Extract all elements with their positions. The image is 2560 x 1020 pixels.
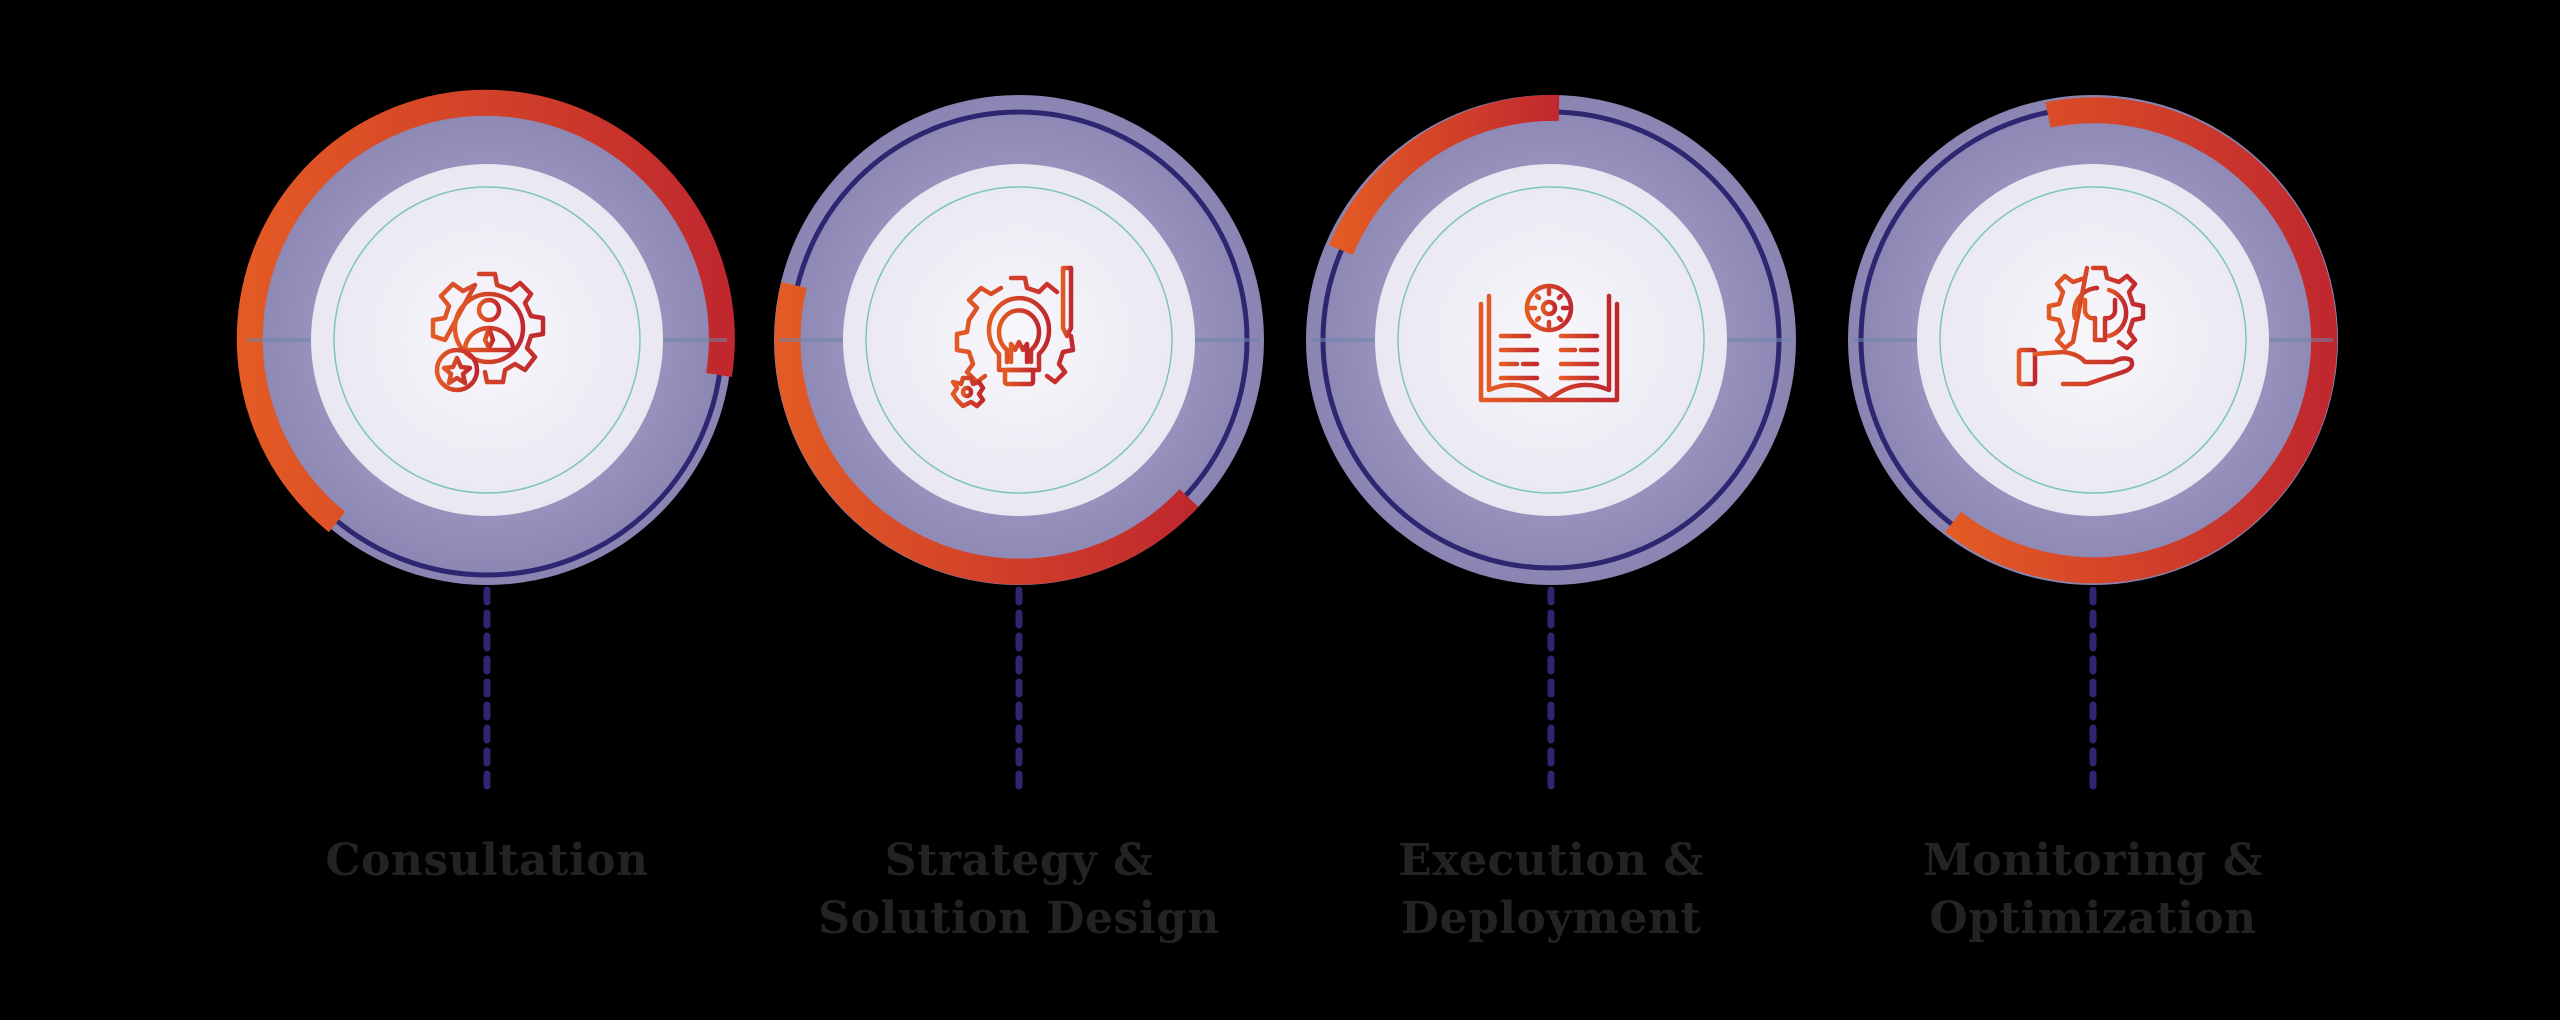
lightbulb-gear-pencil-icon	[950, 265, 1076, 409]
step-4-node	[1848, 95, 2338, 585]
teal-ring	[333, 186, 641, 494]
teal-ring	[1397, 186, 1705, 494]
progress-arc	[774, 281, 1199, 585]
progress-arc	[236, 89, 735, 533]
teal-ring	[1939, 186, 2247, 494]
connectors	[483, 586, 2097, 799]
step-2-label-line-1: Strategy &	[884, 835, 1154, 886]
step-2-node	[774, 95, 1264, 585]
step-4-label-line-1: Monitoring &	[1922, 835, 2264, 886]
progress-arc	[1945, 97, 2338, 584]
step-4-label: Monitoring & Optimization	[1833, 832, 2353, 948]
step-3-node	[1306, 94, 1796, 585]
book-gear-icon	[1478, 283, 1620, 403]
step-3-label-line-2: Deployment	[1400, 893, 1702, 944]
progress-arc	[1328, 94, 1560, 256]
hand-gear-wrench-icon	[2016, 265, 2146, 387]
step-4-label-line-2: Optimization	[1929, 893, 2257, 944]
step-2-label-line-2: Solution Design	[818, 893, 1220, 944]
teal-ring	[865, 186, 1173, 494]
step-3-label: Execution & Deployment	[1291, 832, 1811, 948]
step-1-label: Consultation	[227, 832, 747, 890]
step-1-label-line-1: Consultation	[325, 835, 649, 886]
step-1-node	[236, 89, 735, 585]
gear-person-star-icon	[430, 271, 546, 393]
step-2-label: Strategy & Solution Design	[759, 832, 1279, 948]
step-3-label-line-1: Execution &	[1398, 835, 1704, 886]
